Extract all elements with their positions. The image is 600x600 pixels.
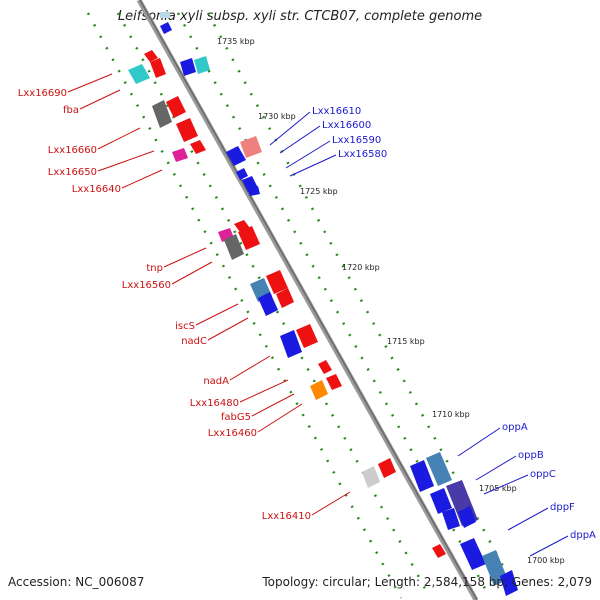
gene-label-left: tnp <box>146 263 163 274</box>
gene-label-right: Lxx16590 <box>332 135 381 146</box>
gene-label-right: dppA <box>570 530 596 541</box>
gene-label-left: Lxx16460 <box>208 428 257 439</box>
gene-label-right: Lxx16610 <box>312 106 361 117</box>
right-gene-labels: Lxx16610 Lxx16600 Lxx16590 Lxx16580 oppA… <box>312 106 596 541</box>
accession-text: Accession: NC_006087 <box>8 575 145 589</box>
gene-label-left: Lxx16640 <box>72 184 121 195</box>
left-gene-labels: Lxx16690 fba Lxx16660 Lxx16650 Lxx16640 … <box>18 88 311 522</box>
gene-label-left: fabG5 <box>221 412 251 423</box>
kbp-tick: 1700 kbp <box>527 556 565 565</box>
gene-label-right: Lxx16600 <box>322 120 371 131</box>
gene-features <box>128 12 518 596</box>
gene-label-right: oppA <box>502 422 528 433</box>
gene-label-right: oppB <box>518 450 544 461</box>
kbp-tick: 1720 kbp <box>342 263 380 272</box>
gene-label-left: iscS <box>175 321 195 332</box>
gene-label-left: nadA <box>203 376 229 387</box>
gene-label-left: Lxx16410 <box>262 511 311 522</box>
gene-label-left: Lxx16690 <box>18 88 67 99</box>
genome-backbone <box>136 0 479 600</box>
kbp-tick: 1735 kbp <box>217 37 255 46</box>
genome-summary-text: Topology: circular; Length: 2,584,158 bp… <box>262 575 592 589</box>
kbp-tick: 1725 kbp <box>300 187 338 196</box>
gene-label-right: oppC <box>530 469 556 480</box>
gene-label-left: Lxx16650 <box>48 167 97 178</box>
gene-label-right: Lxx16580 <box>338 149 387 160</box>
kbp-tick: 1715 kbp <box>387 337 425 346</box>
left-leader-lines <box>67 73 351 516</box>
gene-label-left: nadC <box>181 336 207 347</box>
gene-label-right: dppF <box>550 502 575 513</box>
gene-label-left: fba <box>63 105 79 116</box>
gene-label-left: Lxx16480 <box>190 398 239 409</box>
gene-label-left: Lxx16660 <box>48 145 97 156</box>
kbp-tick: 1730 kbp <box>258 112 296 121</box>
right-leader-lines <box>269 111 569 557</box>
kbp-tick: 1710 kbp <box>432 410 470 419</box>
gene-label-left: Lxx16560 <box>122 280 171 291</box>
